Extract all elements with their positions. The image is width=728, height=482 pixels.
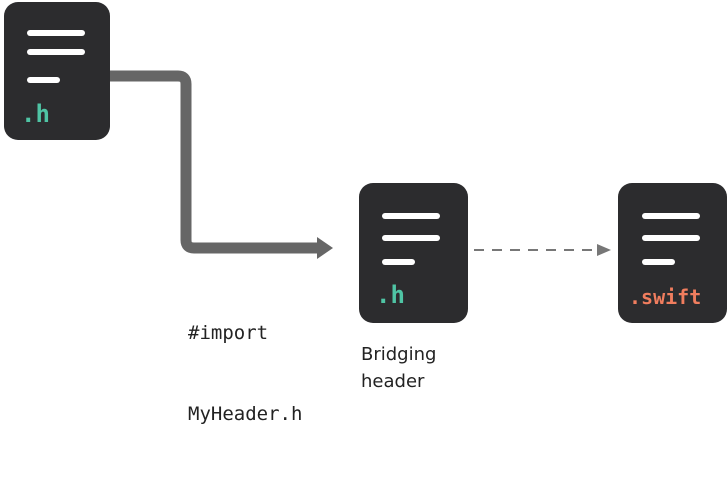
- text-line: [642, 259, 675, 265]
- bridge-arrow-head: [597, 244, 611, 256]
- bridging-header-file-icon: .h: [359, 183, 468, 323]
- text-line: [27, 49, 85, 55]
- source-header-extension: .h: [21, 100, 50, 128]
- import-label-line1: #import: [188, 322, 269, 344]
- text-line: [382, 235, 440, 241]
- text-line: [382, 259, 415, 265]
- source-header-file-icon: .h: [4, 2, 110, 140]
- swift-file-extension: .swift: [629, 285, 702, 309]
- import-label-line2: MyHeader.h: [188, 403, 303, 425]
- text-line: [27, 30, 85, 36]
- text-line: [642, 235, 700, 241]
- bridging-header-caption: Bridging header: [361, 341, 436, 395]
- diagram: .h #import MyHeader.h .h Bridging header…: [4, 2, 727, 425]
- import-arrow-head: [317, 237, 333, 259]
- text-line: [642, 213, 700, 219]
- text-line: [382, 213, 440, 219]
- bridging-header-extension: .h: [376, 281, 405, 309]
- caption-line1: Bridging: [361, 344, 437, 365]
- swift-file-icon: .swift: [618, 183, 727, 323]
- import-arrow-line: [110, 70, 318, 254]
- import-label: #import MyHeader.h: [188, 266, 302, 482]
- text-line: [27, 77, 60, 83]
- caption-line2: header: [361, 371, 425, 392]
- connectors: [110, 70, 611, 259]
